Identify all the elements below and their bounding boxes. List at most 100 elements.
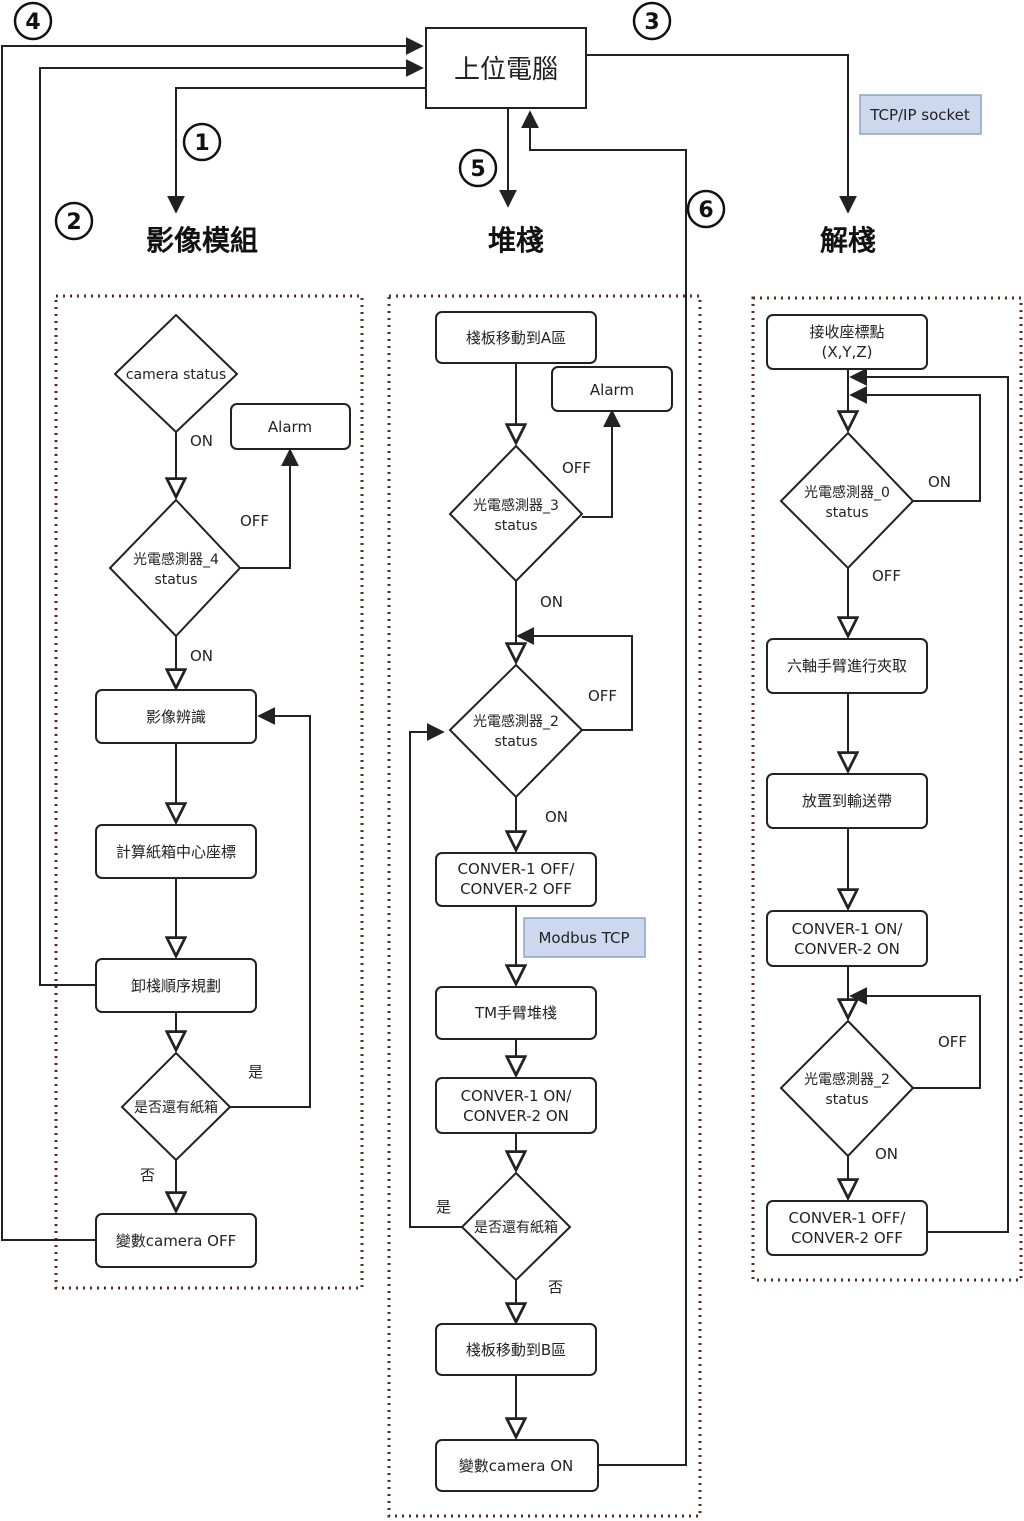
unstack-conv-on-line2: CONVER-2 ON — [794, 940, 900, 958]
stack-conv-off-line1: CONVER-1 OFF/ — [458, 860, 576, 878]
vision-label-off-1: OFF — [240, 512, 269, 530]
edge-convoff-loop-back — [849, 368, 1009, 1233]
edge-sensor2-off-loop — [516, 627, 633, 731]
stack-alarm-box: Alarm — [551, 366, 673, 412]
vision-camera-off-box: 變數camera OFF — [95, 1213, 257, 1268]
edge-sensor3-to-alarm — [582, 409, 621, 518]
unstack-grab-label: 六軸手臂進行夾取 — [787, 657, 907, 675]
unstack-sensor0-diamond: 光電感測器_0 status — [779, 431, 915, 570]
stack-alarm-label: Alarm — [590, 381, 634, 399]
unstack-conv-on-box: CONVER-1 ON/ CONVER-2 ON — [766, 910, 928, 967]
vision-plan-box: 卸棧順序規劃 — [95, 958, 257, 1013]
edge-camera-off-to-computer — [1, 37, 424, 1241]
unstack-place-box: 放置到輸送帶 — [766, 773, 928, 829]
stack-move-a-label: 棧板移動到A區 — [466, 329, 566, 347]
edge-vision-plan-to-computer — [39, 59, 424, 986]
vision-compute-box: 計算紙箱中心座標 — [95, 824, 257, 879]
unstack-grab-box: 六軸手臂進行夾取 — [766, 638, 928, 694]
badge-3: 3 — [632, 1, 672, 41]
stack-sensor3-label-line1: 光電感測器_3 — [473, 497, 559, 514]
edge-sensor4-to-alarm — [240, 448, 299, 569]
edge-camera-on-to-computer — [521, 110, 687, 1466]
stack-conv-on-line2: CONVER-2 ON — [463, 1107, 569, 1125]
vision-sensor4-label-line2: status — [154, 572, 197, 588]
stack-more-boxes-label: 是否還有紙箱 — [474, 1220, 558, 1236]
modbus-note: Modbus TCP — [523, 917, 646, 958]
badge-3-label: 3 — [644, 10, 659, 35]
vision-label-no: 否 — [140, 1166, 155, 1184]
unstack-group-border — [751, 296, 1023, 1282]
vision-recognize-label: 影像辨識 — [146, 708, 206, 726]
unstack-sensor0-label-line1: 光電感測器_0 — [804, 484, 890, 501]
stack-label-off-3: OFF — [562, 459, 591, 477]
stack-move-b-box: 棧板移動到B區 — [435, 1323, 597, 1376]
unstack-place-label: 放置到輸送帶 — [802, 792, 892, 810]
edge-computer-to-unstack — [586, 54, 857, 214]
badge-4-label: 4 — [25, 10, 40, 35]
vision-camera-status-label: camera status — [126, 367, 226, 383]
unstack-receive-line2: (X,Y,Z) — [822, 343, 873, 361]
vision-alarm-label: Alarm — [268, 418, 312, 436]
vision-camera-status-diamond: camera status — [113, 313, 239, 434]
edge-sensor0-on-loop — [849, 386, 981, 502]
vision-label-yes: 是 — [248, 1063, 263, 1081]
badge-2: 2 — [54, 201, 94, 241]
vision-label-on-1: ON — [190, 432, 213, 450]
stack-move-a-box: 棧板移動到A區 — [435, 311, 597, 364]
tcp-note: TCP/IP socket — [859, 94, 982, 135]
modbus-note-label: Modbus TCP — [538, 929, 629, 947]
vision-group-border — [54, 294, 364, 1290]
vision-sensor4-label-line1: 光電感測器_4 — [133, 551, 219, 568]
vision-alarm-box: Alarm — [230, 403, 351, 450]
unstack-sensor2-label-line2: status — [825, 1092, 868, 1108]
unstack-conv-on-line1: CONVER-1 ON/ — [792, 920, 904, 938]
unstack-label-off-2: OFF — [938, 1033, 967, 1051]
edge-sensor2u-off-loop — [849, 987, 981, 1089]
stack-label-off-2: OFF — [588, 687, 617, 705]
stack-more-boxes-diamond: 是否還有紙箱 — [460, 1171, 572, 1282]
edge-decision-yes-loop — [230, 707, 311, 1108]
unstack-sensor0-label-line2: status — [825, 505, 868, 521]
heading-vision: 影像模組 — [146, 224, 258, 257]
stack-tm-box: TM手臂堆棧 — [435, 986, 597, 1040]
vision-compute-label: 計算紙箱中心座標 — [116, 843, 236, 861]
stack-conv-on-line1: CONVER-1 ON/ — [461, 1087, 573, 1105]
unstack-receive-box: 接收座標點 (X,Y,Z) — [766, 314, 928, 370]
vision-more-boxes-diamond: 是否還有紙箱 — [120, 1051, 232, 1162]
stack-label-on-3: ON — [540, 593, 563, 611]
tcp-note-label: TCP/IP socket — [869, 106, 970, 124]
stack-tm-label: TM手臂堆棧 — [474, 1004, 557, 1022]
vision-label-on-2: ON — [190, 647, 213, 665]
stack-sensor3-diamond: 光電感測器_3 status — [448, 444, 584, 583]
vision-more-boxes-label: 是否還有紙箱 — [134, 1100, 218, 1116]
stack-camera-on-label: 變數camera ON — [459, 1457, 573, 1475]
badge-1: 1 — [182, 122, 222, 162]
vision-sensor4-diamond: 光電感測器_4 status — [108, 498, 242, 638]
stack-group-border — [387, 294, 702, 1518]
edge-computer-to-vision — [167, 87, 426, 214]
badge-4: 4 — [13, 1, 53, 41]
heading-stack: 堆棧 — [488, 224, 544, 257]
stack-conv-off-line2: CONVER-2 OFF — [460, 880, 572, 898]
unstack-conv-off-box: CONVER-1 OFF/ CONVER-2 OFF — [766, 1200, 928, 1256]
badge-5: 5 — [458, 148, 498, 188]
vision-plan-label: 卸棧順序規劃 — [131, 977, 221, 995]
stack-sensor2-diamond: 光電感測器_2 status — [448, 663, 584, 799]
stack-sensor2-label-line2: status — [494, 734, 537, 750]
stack-sensor2-label-line1: 光電感測器_2 — [473, 713, 559, 730]
stack-camera-on-box: 變數camera ON — [435, 1439, 599, 1492]
stack-move-b-label: 棧板移動到B區 — [466, 1341, 566, 1359]
unstack-label-on-0: ON — [928, 473, 951, 491]
badge-6-label: 6 — [698, 198, 713, 223]
stack-conv-off-box: CONVER-1 OFF/ CONVER-2 OFF — [435, 852, 597, 907]
vision-camera-off-label: 變數camera OFF — [116, 1232, 236, 1250]
stack-label-yes: 是 — [436, 1198, 451, 1216]
unstack-receive-line1: 接收座標點 — [809, 323, 884, 341]
stack-sensor3-label-line2: status — [494, 518, 537, 534]
stack-label-on-2: ON — [545, 808, 568, 826]
edge-stack-decision-yes — [409, 723, 462, 1228]
unstack-sensor2-label-line1: 光電感測器_2 — [804, 1071, 890, 1088]
host-computer-label: 上位電腦 — [454, 55, 558, 85]
unstack-sensor2-diamond: 光電感測器_2 status — [779, 1019, 915, 1158]
